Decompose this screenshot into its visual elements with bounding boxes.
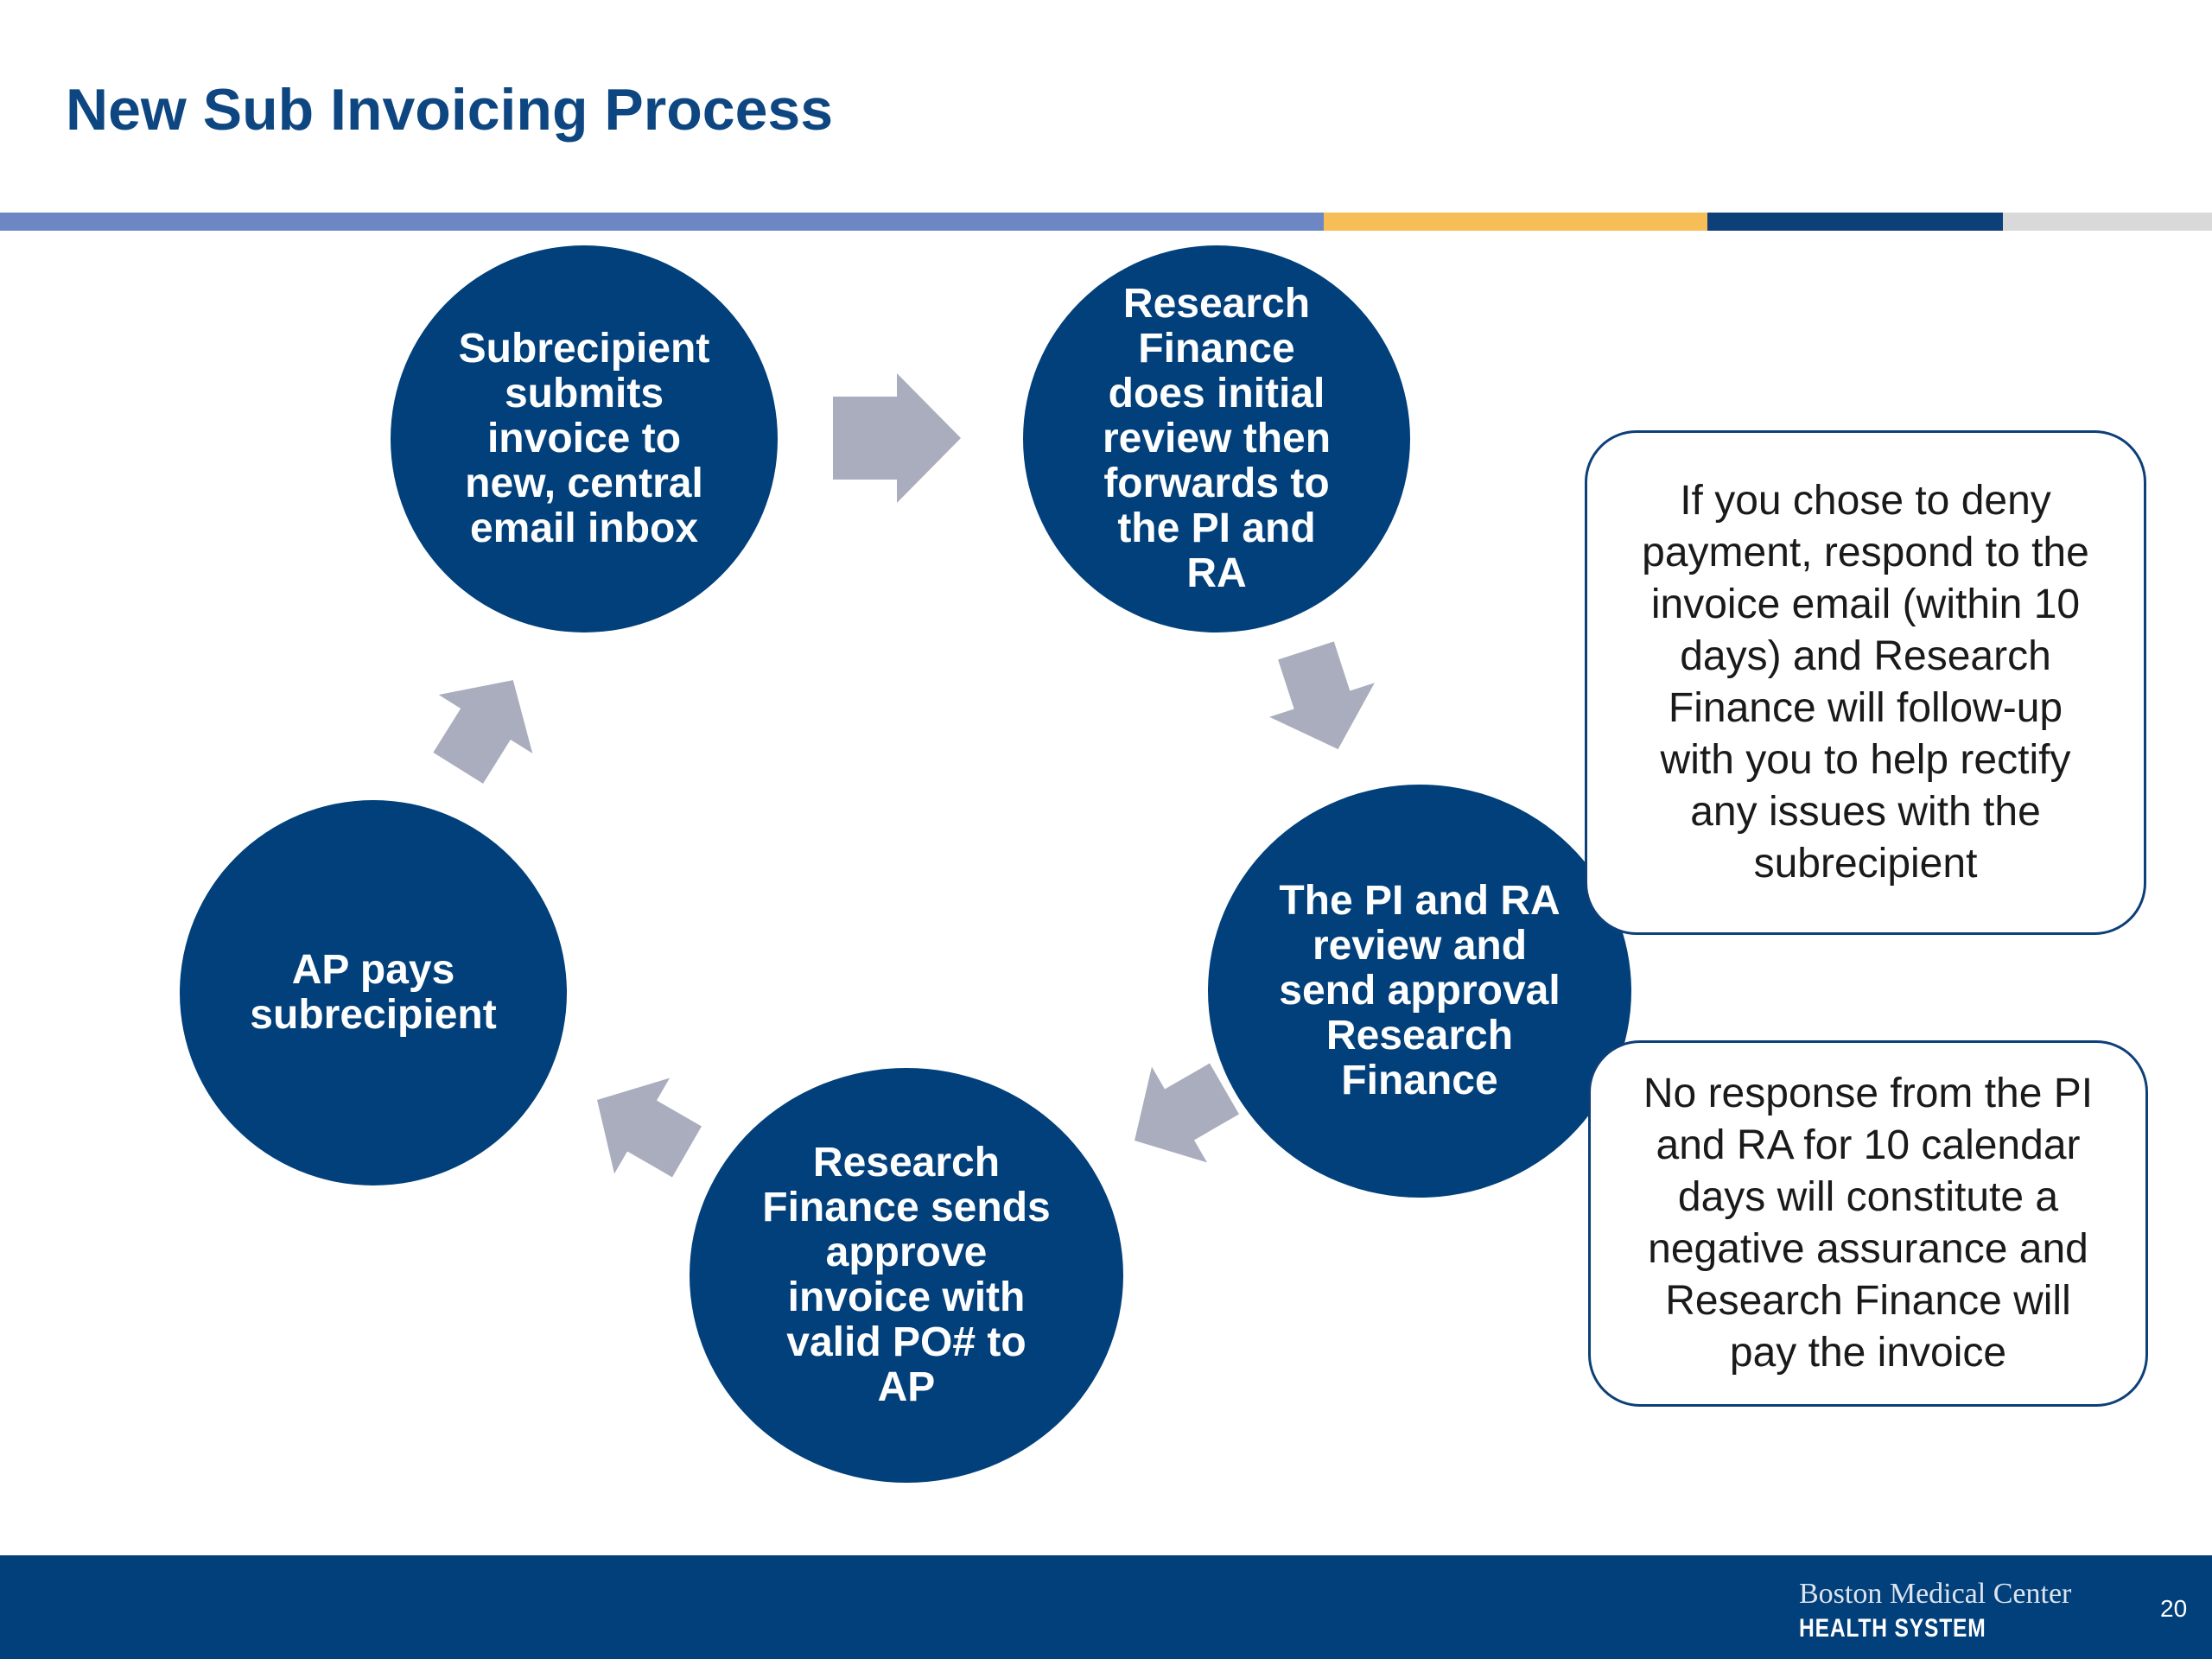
header-stripe-gray: [2003, 213, 2212, 231]
slide-title: New Sub Invoicing Process: [66, 77, 834, 143]
header-stripe-blue: [0, 213, 1324, 231]
arrow-step4-to-step5: [597, 1077, 702, 1178]
process-step-4-circle: Research Finance sends approve invoice w…: [690, 1068, 1123, 1483]
process-step-5-circle: AP pays subrecipient: [180, 800, 567, 1185]
arrow-step1-to-step2: [833, 373, 961, 503]
process-step-1-text: Subrecipient submits invoice to new, cen…: [458, 326, 710, 551]
no-response-note: No response from the PI and RA for 10 ca…: [1588, 1040, 2148, 1407]
header-stripe-gold: [1324, 213, 1707, 231]
process-step-1-circle: Subrecipient submits invoice to new, cen…: [391, 245, 778, 632]
arrow-step2-to-step3: [1269, 641, 1375, 750]
logo-subtitle: HEALTH SYSTEM: [1799, 1614, 1986, 1643]
arrow-step5-to-step1: [433, 680, 533, 784]
process-step-5-text: AP pays subrecipient: [250, 947, 497, 1038]
process-step-4-text: Research Finance sends approve invoice w…: [762, 1140, 1051, 1410]
deny-payment-note: If you chose to deny payment, respond to…: [1585, 430, 2146, 935]
process-step-3-circle: The PI and RA review and send approval R…: [1208, 785, 1631, 1198]
page-number: 20: [2160, 1595, 2188, 1622]
no-response-note-text: No response from the PI and RA for 10 ca…: [1643, 1071, 2094, 1376]
process-step-2-circle: Research Finance does initial review the…: [1023, 245, 1410, 632]
process-step-3-text: The PI and RA review and send approval R…: [1279, 878, 1560, 1103]
footer-bar: [0, 1555, 2212, 1659]
process-step-2-text: Research Finance does initial review the…: [1102, 281, 1332, 596]
header-stripe-navy: [1707, 213, 2003, 231]
deny-payment-note-text: If you chose to deny payment, respond to…: [1642, 478, 2089, 887]
logo-name: Boston Medical Center: [1799, 1578, 2072, 1610]
arrow-step3-to-step4: [1135, 1063, 1239, 1163]
